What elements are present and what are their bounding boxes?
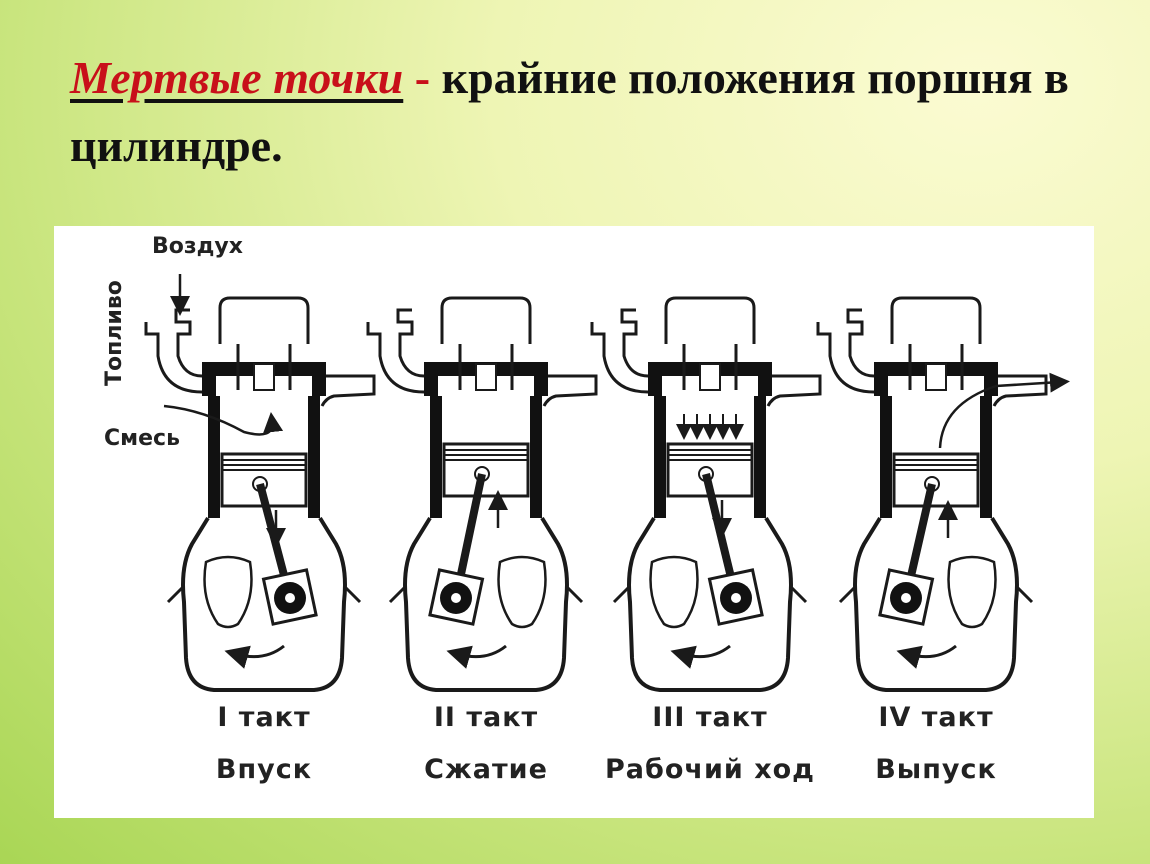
crankshaft-center	[285, 593, 295, 603]
intake-port-outer	[590, 322, 649, 394]
intake-port	[396, 308, 425, 378]
spark-plug	[253, 363, 275, 391]
stroke-2-name: Сжатие	[424, 754, 548, 785]
stroke-4-number: IV такт	[878, 702, 994, 733]
spark-plug	[699, 363, 721, 391]
stroke-2-number: II такт	[433, 702, 539, 733]
crankcase	[181, 516, 347, 692]
four-stroke-engine-diagram	[144, 274, 1070, 692]
exhaust-port	[542, 374, 598, 407]
rotation-arrow	[670, 644, 731, 669]
counterweight	[649, 555, 699, 629]
cylinder-wall-left	[654, 396, 666, 518]
engine-1	[144, 274, 376, 692]
cylinder-head	[664, 296, 756, 344]
stroke-3-number: III такт	[652, 702, 768, 733]
exhaust-port	[320, 374, 376, 407]
spark-plug	[475, 363, 497, 391]
crankcase-flange	[388, 584, 584, 604]
fuel-label: Топливо	[102, 280, 127, 386]
intake-flow-arrow	[163, 404, 284, 436]
stroke-3-name: Рабочий ход	[605, 754, 815, 785]
spark-plug	[925, 363, 947, 391]
valve-block	[424, 362, 548, 396]
counterweight	[203, 555, 253, 629]
counterweight	[947, 555, 997, 629]
cylinder-wall-right	[308, 396, 320, 518]
intake-port	[846, 308, 875, 378]
air-label: Воздух	[152, 234, 243, 259]
rotation-arrow	[224, 644, 285, 669]
rotation-arrow	[896, 644, 957, 669]
cylinder-wall-right	[980, 396, 992, 518]
crankcase-flange	[166, 584, 362, 604]
intake-port-outer	[144, 322, 203, 394]
intake-port	[174, 308, 203, 378]
title-definition: крайние положения поршня в цилиндре.	[70, 52, 1069, 171]
cylinder-wall-right	[530, 396, 542, 518]
stroke-1-name: Впуск	[215, 754, 313, 785]
exhaust-port	[766, 374, 822, 407]
crankshaft-center	[901, 593, 911, 603]
intake-port-outer	[816, 322, 875, 394]
engine-diagram-panel: Воздух Топливо Смесь I такт Впуск II так…	[54, 226, 1094, 818]
crankcase	[403, 516, 569, 692]
crankcase-flange	[838, 584, 1034, 604]
exhaust-port	[992, 374, 1048, 407]
stroke-4-name: Выпуск	[875, 754, 997, 785]
rotation-arrow	[446, 644, 507, 669]
crankcase	[853, 516, 1019, 692]
cylinder-head	[890, 296, 982, 344]
valve-block	[202, 362, 326, 396]
engine-3	[590, 296, 822, 692]
cylinder-wall-left	[880, 396, 892, 518]
crankshaft-center	[451, 593, 461, 603]
crankshaft-center	[731, 593, 741, 603]
crankcase-flange	[612, 584, 808, 604]
title-dash: -	[403, 52, 442, 103]
exhaust-flow-arrow	[938, 372, 1070, 449]
mixture-label: Смесь	[104, 426, 181, 451]
stroke-1-number: I такт	[217, 702, 311, 733]
cylinder-head	[218, 296, 310, 344]
engine-2	[366, 296, 598, 692]
crankcase	[627, 516, 793, 692]
cylinder-wall-left	[430, 396, 442, 518]
valve-block	[648, 362, 772, 396]
cylinder-head	[440, 296, 532, 344]
slide-title: Мертвые точки - крайние положения поршня…	[70, 44, 1110, 180]
intake-port-outer	[366, 322, 425, 394]
counterweight	[497, 555, 547, 629]
valve-block	[874, 362, 998, 396]
intake-port	[620, 308, 649, 378]
cylinder-wall-right	[754, 396, 766, 518]
cylinder-wall-left	[208, 396, 220, 518]
title-term: Мертвые точки	[70, 52, 404, 103]
engine-4	[816, 296, 1070, 692]
